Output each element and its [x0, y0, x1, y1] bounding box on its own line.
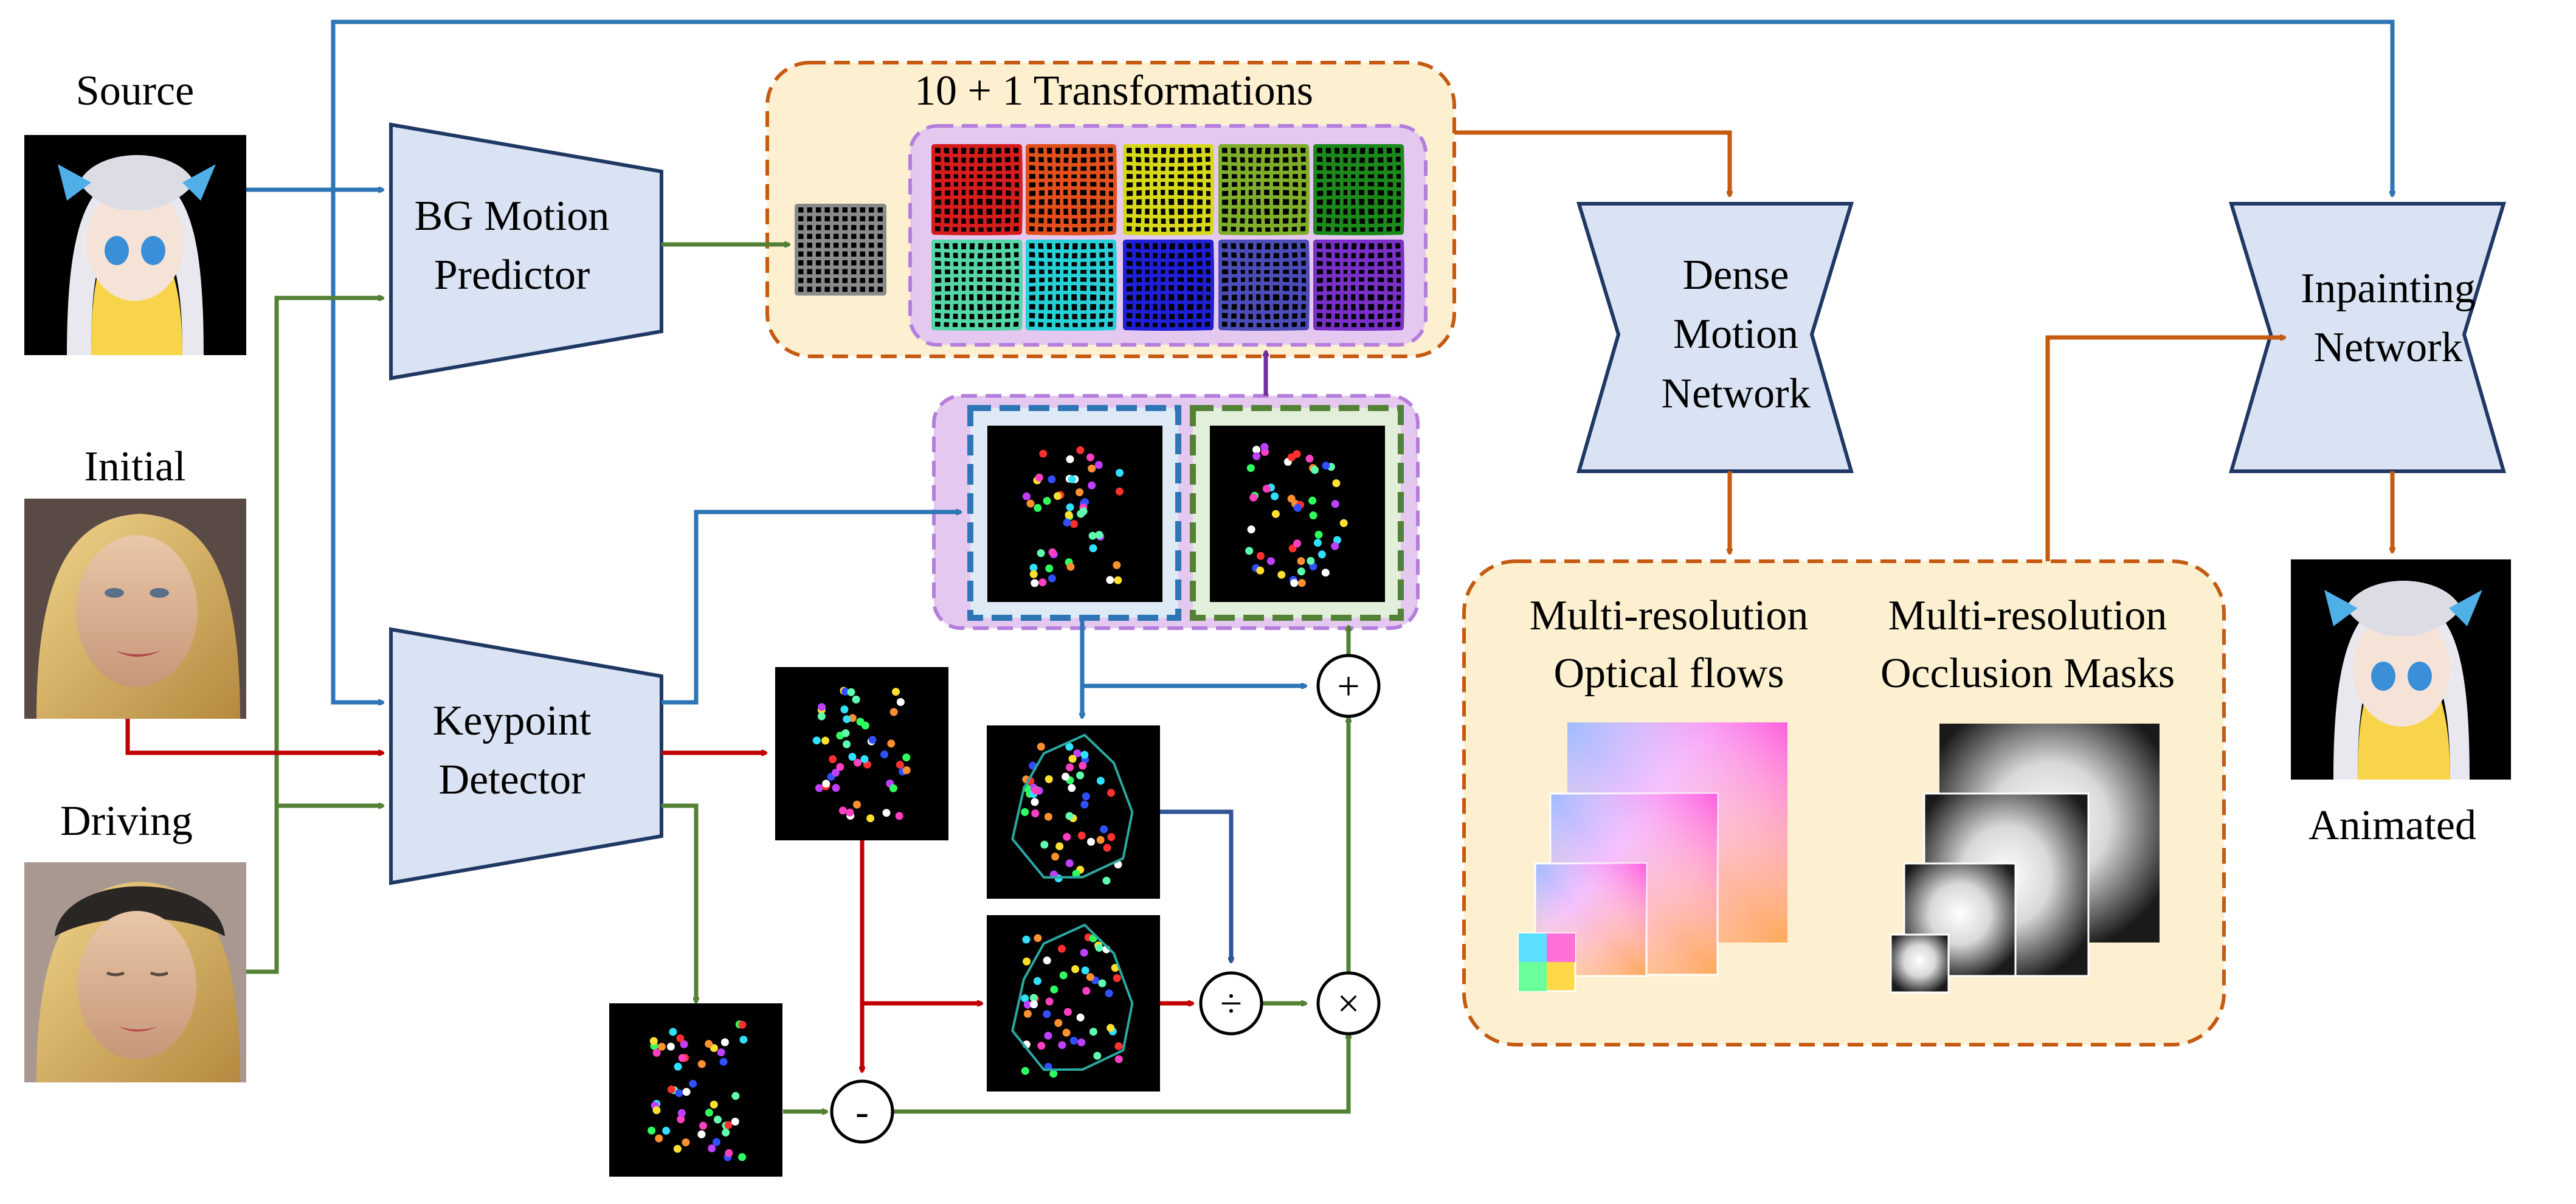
minus-operator: - — [830, 1079, 894, 1144]
bg-motion-predictor — [389, 122, 663, 381]
bg-motion-label-line1: BG Motion — [415, 193, 610, 240]
animated-label: Animated — [2308, 802, 2476, 849]
outputs-to-inpainting-arrow — [2045, 337, 2285, 561]
initial-label: Initial — [84, 443, 185, 490]
optical-flow-stack — [1518, 722, 1787, 992]
transformation-grids — [794, 144, 1405, 331]
occlusion-mask-stack — [1890, 724, 2160, 994]
transformation-grid-1 — [931, 144, 1023, 236]
inpaint-label-line2: Network — [2314, 324, 2463, 371]
plus-operator: + — [1316, 654, 1381, 718]
animated-image — [2291, 559, 2511, 780]
background-transformation-grid — [794, 203, 887, 296]
transformation-grid-4 — [1218, 144, 1310, 236]
transformation-grid-5 — [1313, 144, 1405, 236]
driving-label: Driving — [60, 798, 193, 845]
svg-text:+: + — [1337, 664, 1359, 708]
keypoint-label-line2: Detector — [439, 756, 585, 803]
inpaint-label-line1: Inpainting — [2301, 265, 2476, 312]
driving-keypoints-map — [1210, 426, 1385, 602]
transformation-grid-7 — [1025, 239, 1117, 331]
source-to-inpainting-arrow — [331, 19, 2392, 341]
driving-to-bgmotion-arrow — [246, 298, 383, 974]
masks-label-line2: Occlusion Masks — [1880, 650, 2175, 697]
masks-label-line1: Multi-resolution — [1888, 592, 2167, 639]
initial-to-keypoint-arrow — [125, 719, 383, 753]
hull-to-divide-arrow — [1160, 809, 1231, 962]
transformation-grid-6 — [931, 239, 1023, 331]
initial-hull-map — [987, 915, 1160, 1092]
keypoint-maps — [609, 426, 1385, 1177]
transformation-grid-3 — [1122, 144, 1215, 236]
transformation-grid-9 — [1218, 239, 1310, 331]
transformations-title: 10 + 1 Transformations — [914, 67, 1313, 114]
transformation-grid-8 — [1122, 239, 1215, 331]
bg-motion-label-line2: Predictor — [434, 252, 590, 299]
source-to-keypoint-arrow — [331, 190, 383, 702]
source-hull-map — [987, 725, 1160, 899]
source-image — [24, 135, 246, 355]
svg-text:×: × — [1337, 981, 1359, 1026]
minus-to-times-arrow — [894, 1034, 1348, 1114]
source-label: Source — [76, 67, 194, 114]
transformations-to-dense-arrow — [1454, 130, 1730, 196]
keypoint-detector — [389, 627, 663, 885]
dense-label-line1: Dense — [1683, 252, 1789, 299]
svg-text:-: - — [855, 1090, 869, 1134]
dense-motion-network — [1576, 202, 1854, 473]
svg-text:÷: ÷ — [1220, 981, 1242, 1026]
flows-label-line2: Optical flows — [1553, 650, 1784, 697]
initial-keypoints-map — [775, 667, 948, 840]
keypoint-label-line1: Keypoint — [433, 697, 592, 744]
times-operator: × — [1316, 971, 1381, 1036]
keypoint-to-driving-kp-arrow — [661, 803, 696, 1002]
dense-label-line2: Motion — [1673, 311, 1798, 358]
transformation-grid-2 — [1025, 144, 1117, 236]
initial-image — [24, 499, 246, 719]
divide-operator: ÷ — [1199, 971, 1263, 1036]
transformation-grid-10 — [1313, 239, 1405, 331]
inpainting-network — [2228, 202, 2507, 473]
keypoint-to-source-kp-arrow — [661, 512, 961, 705]
driving-keypoints-small-map — [609, 1003, 782, 1177]
driving-image — [24, 862, 246, 1082]
source-keypoints-map — [987, 426, 1162, 602]
flows-label-line1: Multi-resolution — [1530, 592, 1809, 639]
dense-label-line3: Network — [1662, 370, 1811, 417]
